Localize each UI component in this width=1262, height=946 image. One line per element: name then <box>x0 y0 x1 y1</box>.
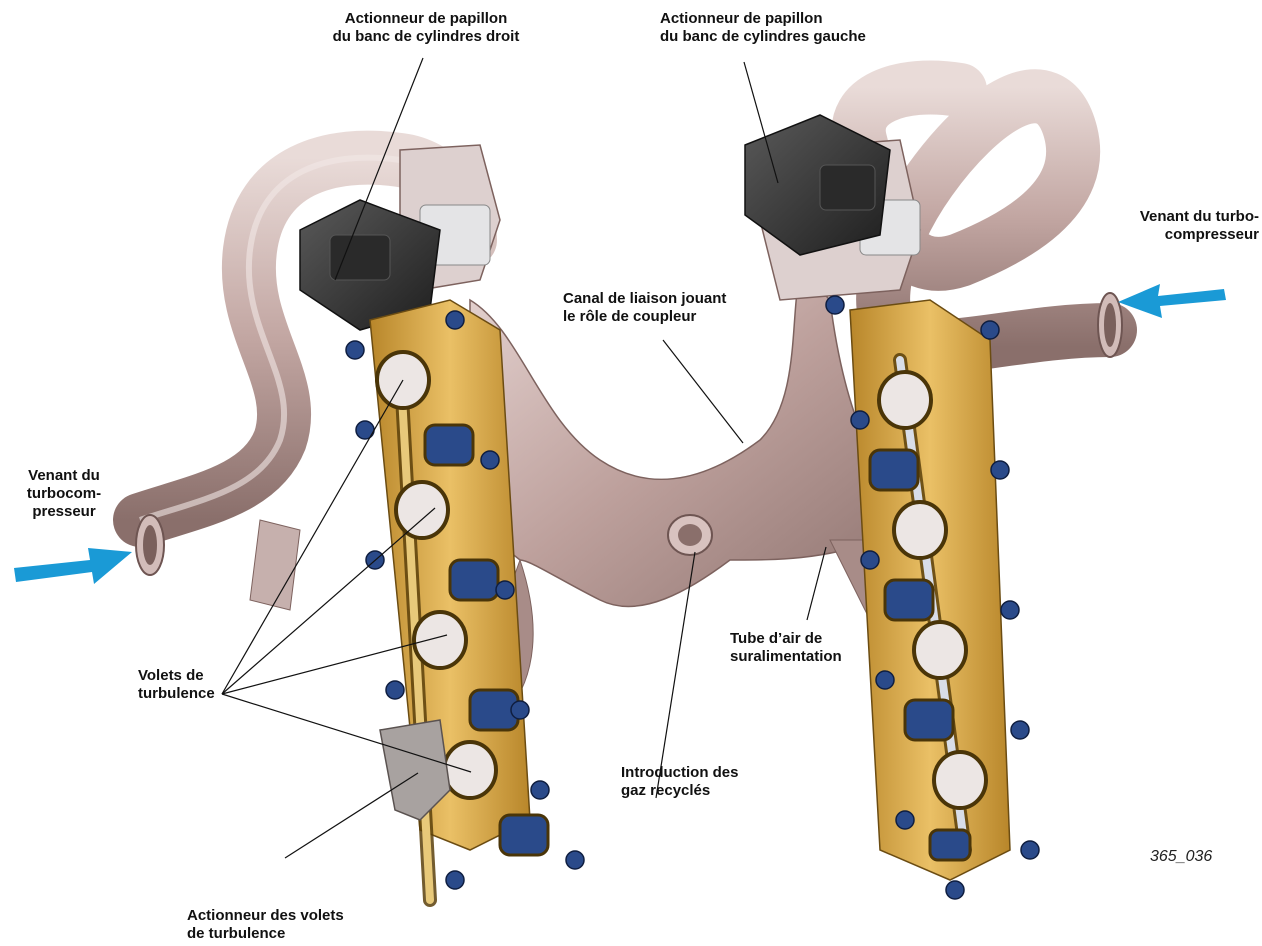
label-line: Venant du turbo- <box>1075 208 1259 226</box>
label-line: Canal de liaison jouant <box>563 290 763 308</box>
label-line: Volets de <box>138 667 248 685</box>
label-line: Actionneur de papillon <box>306 10 546 28</box>
label-line: Tube d’air de <box>730 630 880 648</box>
label-right-bank-throttle-actuator: Actionneur de papillon du banc de cylind… <box>306 10 546 46</box>
label-line: turbulence <box>138 685 248 703</box>
label-line: du banc de cylindres gauche <box>660 28 920 46</box>
label-from-turbo-left: Venant du turbocom- presseur <box>6 467 122 521</box>
label-left-bank-throttle-actuator: Actionneur de papillon du banc de cylind… <box>660 10 920 46</box>
label-line: Actionneur des volets <box>187 907 387 925</box>
label-charge-air-tube: Tube d’air de suralimentation <box>730 630 880 666</box>
label-line: compresseur <box>1075 226 1259 244</box>
label-line: le rôle de coupleur <box>563 308 763 326</box>
label-swirl-flaps: Volets de turbulence <box>138 667 248 703</box>
label-line: de turbulence <box>187 925 387 943</box>
label-line: Introduction des <box>621 764 781 782</box>
label-line: turbocom- <box>6 485 122 503</box>
flow-arrow-left <box>14 548 132 584</box>
label-line: presseur <box>6 503 122 521</box>
left-bank-gasket-flange <box>850 300 1010 880</box>
label-egr-inlet: Introduction des gaz recyclés <box>621 764 781 800</box>
label-coupling-channel: Canal de liaison jouant le rôle de coupl… <box>563 290 763 326</box>
label-line: gaz recyclés <box>621 782 781 800</box>
label-from-turbo-right: Venant du turbo- compresseur <box>1075 208 1259 244</box>
label-line: suralimentation <box>730 648 880 666</box>
label-swirl-flap-actuator: Actionneur des volets de turbulence <box>187 907 387 943</box>
figure-number: 365_036 <box>1150 848 1212 866</box>
flow-arrow-right <box>1118 284 1226 318</box>
label-line: Venant du <box>6 467 122 485</box>
label-line: du banc de cylindres droit <box>306 28 546 46</box>
label-line: Actionneur de papillon <box>660 10 920 28</box>
